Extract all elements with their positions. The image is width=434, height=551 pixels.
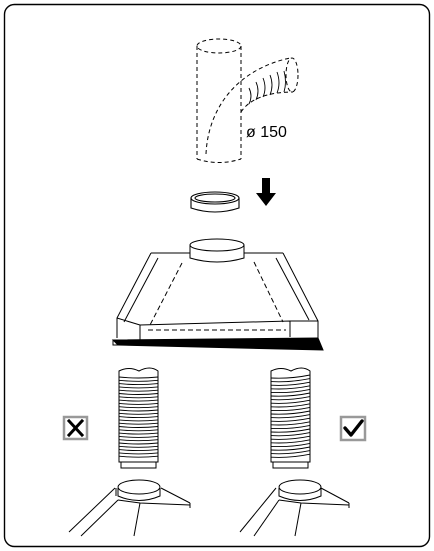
straight-duct-ribs — [118, 376, 159, 458]
elbow-corrugation — [248, 70, 286, 105]
spiral-flexible-duct — [270, 367, 311, 469]
cooker-hood — [111, 238, 324, 351]
arrow-down-icon — [256, 178, 276, 206]
hood-top-right — [239, 479, 350, 537]
duct-diameter-label: ø 150 — [246, 124, 287, 141]
elbow-duct — [196, 38, 299, 163]
check-mark-icon — [339, 415, 367, 442]
diagram-frame — [3, 3, 431, 548]
hood-top-left — [68, 479, 191, 537]
spiral-duct-ribs — [270, 374, 311, 458]
x-mark-icon — [62, 415, 89, 441]
hood-collar-top — [189, 238, 245, 252]
adapter-ring — [190, 191, 240, 213]
straight-flexible-duct — [118, 367, 159, 469]
